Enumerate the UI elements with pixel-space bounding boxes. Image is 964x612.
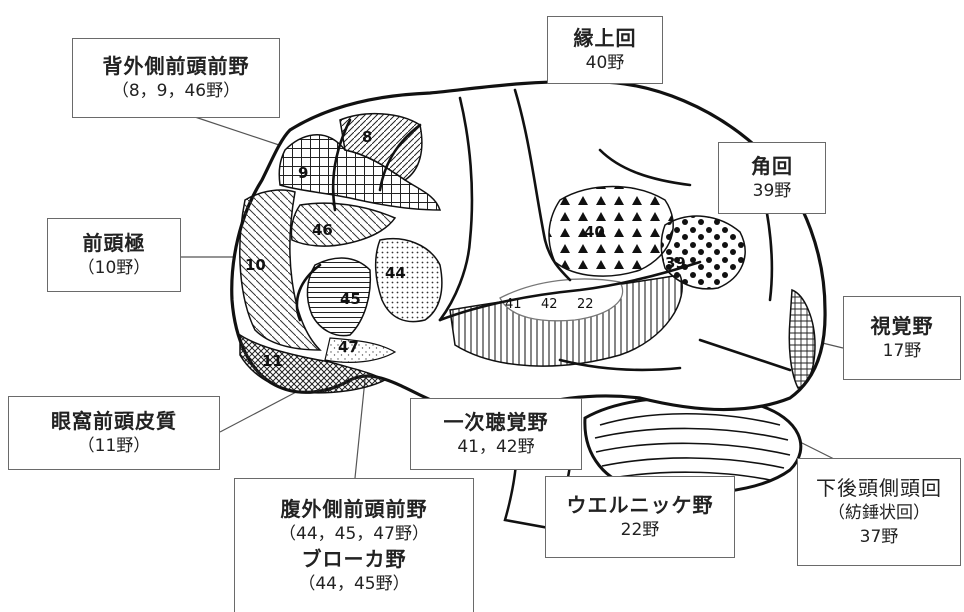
broca-title: ブローカ野 bbox=[302, 546, 407, 572]
ofc-area: （11野） bbox=[78, 434, 151, 458]
broca-areas: （44，45野） bbox=[298, 572, 409, 596]
wernicke-area: 22野 bbox=[621, 518, 660, 542]
area-46-label: 46 bbox=[312, 221, 333, 239]
auditory-areas: 41，42野 bbox=[457, 435, 534, 459]
wernicke-title: ウエルニッケ野 bbox=[567, 492, 714, 518]
itg-label-box: 下後頭側頭回 （紡錘状回） 37野 bbox=[797, 458, 961, 566]
itg-subtitle: （紡錘状回） bbox=[828, 501, 930, 525]
angular-label-box: 角回 39野 bbox=[718, 142, 826, 214]
angular-title: 角回 bbox=[751, 153, 793, 179]
ofc-title: 眼窩前頭皮質 bbox=[51, 408, 177, 434]
area-42-label: 42 bbox=[541, 297, 558, 312]
itg-area: 37野 bbox=[860, 525, 899, 549]
auditory-label-box: 一次聴覚野 41，42野 bbox=[410, 398, 582, 470]
itg-title: 下後頭側頭回 bbox=[816, 475, 942, 501]
area-47-label: 47 bbox=[338, 338, 359, 356]
vlpfc-title: 腹外側前頭前野 bbox=[281, 496, 428, 522]
ofc-label-box: 眼窩前頭皮質 （11野） bbox=[8, 396, 220, 470]
dlpfc-title: 背外側前頭前野 bbox=[103, 53, 250, 79]
angular-area: 39野 bbox=[753, 179, 792, 203]
frontal-pole-area: （10野） bbox=[78, 256, 151, 280]
area-9-label: 9 bbox=[298, 164, 308, 182]
visual-cortex-title: 視覚野 bbox=[871, 313, 934, 339]
area-40-label: 40 bbox=[584, 223, 605, 241]
area-39-label: 39 bbox=[665, 254, 686, 272]
auditory-title: 一次聴覚野 bbox=[444, 409, 549, 435]
supramarginal-label-box: 縁上回 40野 bbox=[547, 16, 663, 84]
vlpfc-label-box: 腹外側前頭前野 （44，45，47野） ブローカ野 （44，45野） bbox=[234, 478, 474, 612]
frontal-pole-title: 前頭極 bbox=[83, 230, 146, 256]
area-44-label: 44 bbox=[385, 264, 406, 282]
vlpfc-areas: （44，45，47野） bbox=[279, 522, 429, 546]
visual-cortex-area: 17野 bbox=[883, 339, 922, 363]
area-41-label: 41 bbox=[505, 297, 522, 312]
area-11-label: 11 bbox=[262, 352, 283, 370]
wernicke-label-box: ウエルニッケ野 22野 bbox=[545, 476, 735, 558]
supramarginal-area: 40野 bbox=[586, 51, 625, 75]
visual-cortex-label-box: 視覚野 17野 bbox=[843, 296, 961, 380]
supramarginal-title: 縁上回 bbox=[574, 25, 637, 51]
area-22-label: 22 bbox=[577, 297, 594, 312]
area-10-label: 10 bbox=[245, 256, 266, 274]
area-8-label: 8 bbox=[362, 128, 372, 146]
area-45-label: 45 bbox=[340, 290, 361, 308]
dlpfc-label-box: 背外側前頭前野 （8，9，46野） bbox=[72, 38, 280, 118]
frontal-pole-label-box: 前頭極 （10野） bbox=[47, 218, 181, 292]
dlpfc-areas: （8，9，46野） bbox=[112, 79, 240, 103]
